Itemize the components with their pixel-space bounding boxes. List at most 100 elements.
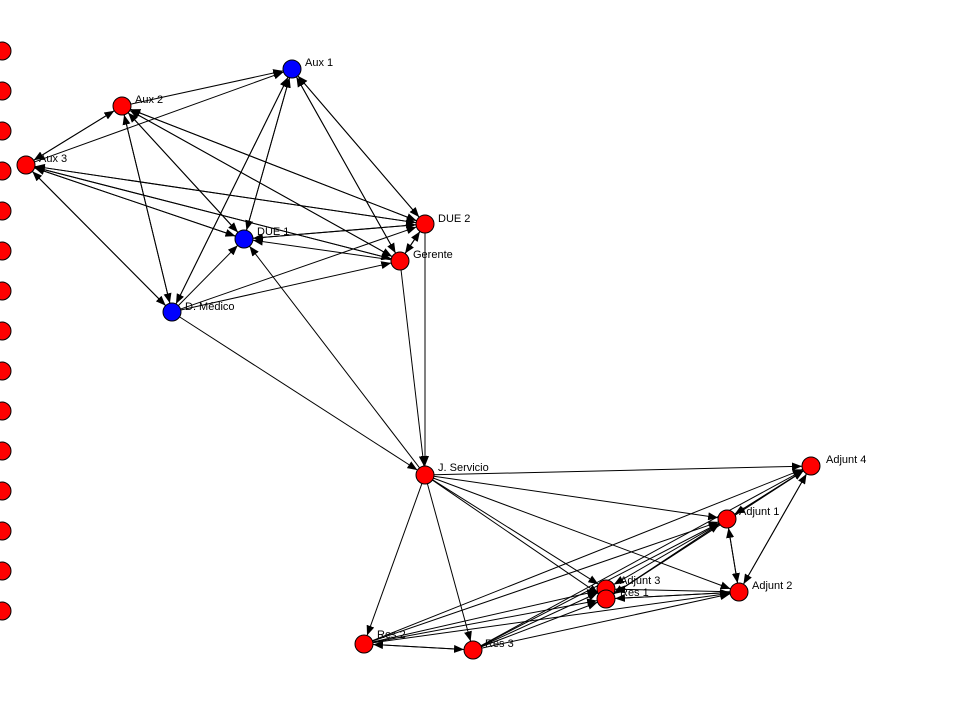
isolate-node-2[interactable]: [0, 81, 12, 101]
node-res2-circle[interactable]: [354, 634, 374, 654]
node-adjunt1-circle[interactable]: [717, 509, 737, 529]
edge-dmedico-to-aux2: [122, 114, 171, 304]
node-aux2-circle[interactable]: [112, 96, 132, 116]
node-adjunt3-label: Adjunt 3: [620, 575, 660, 587]
edge-res3-to-adjunt2: [481, 592, 731, 649]
node-res3-circle[interactable]: [463, 640, 483, 660]
edge-adjunt2-to-adjunt3: [614, 585, 731, 594]
isolate-node-9[interactable]: [0, 361, 12, 381]
node-res2[interactable]: Res 2: [354, 629, 406, 654]
node-aux2[interactable]: Aux 2: [112, 94, 163, 116]
isolate-node-8[interactable]: [0, 321, 12, 341]
node-adjunt2-circle[interactable]: [729, 582, 749, 602]
edge-due2-to-aux1: [297, 75, 420, 218]
node-gerente[interactable]: Gerente: [390, 249, 453, 271]
edge-dmedico-to-aux1: [175, 76, 289, 305]
edge-jservicio-to-adjunt3: [432, 479, 599, 585]
edge-due2-to-due1: [252, 224, 417, 242]
node-adjunt4-label: Adjunt 4: [826, 454, 866, 466]
edge-res1-to-adjunt4: [613, 470, 804, 595]
node-adjunt1[interactable]: Adjunt 1: [717, 506, 779, 529]
node-aux2-label: Aux 2: [135, 94, 163, 106]
isolate-node-5[interactable]: [0, 201, 12, 221]
isolate-node-3[interactable]: [0, 121, 12, 141]
isolate-node-1[interactable]: [0, 41, 12, 61]
node-aux1-circle[interactable]: [282, 59, 302, 79]
isolate-node-14[interactable]: [0, 561, 12, 581]
node-dmedico-circle[interactable]: [162, 302, 182, 322]
edge-res2-to-adjunt4: [372, 468, 803, 642]
edge-res2-to-adjunt3: [372, 589, 598, 643]
edge-due1-to-aux1: [245, 77, 291, 231]
node-adjunt4-circle[interactable]: [801, 456, 821, 476]
edge-dmedico-to-due1: [177, 245, 239, 306]
node-res3[interactable]: Res 3: [463, 638, 514, 660]
isolate-node-7[interactable]: [0, 281, 12, 301]
edge-jservicio-to-res1: [432, 479, 599, 595]
node-jservicio[interactable]: J. Servicio: [415, 462, 489, 485]
node-due2[interactable]: DUE 2: [415, 213, 470, 234]
node-res3-label: Res 3: [485, 638, 514, 650]
isolate-node-15[interactable]: [0, 601, 12, 621]
node-adjunt4[interactable]: Adjunt 4: [801, 454, 866, 476]
node-gerente-circle[interactable]: [390, 251, 410, 271]
edge-res2-to-adjunt2: [372, 590, 731, 644]
isolate-node-6[interactable]: [0, 241, 12, 261]
node-due2-circle[interactable]: [415, 214, 435, 234]
node-aux3[interactable]: Aux 3: [16, 153, 67, 175]
edge-res3-to-adjunt4: [480, 469, 804, 647]
node-res1[interactable]: Res 1: [596, 587, 649, 609]
edge-gerente-to-aux3: [34, 165, 392, 260]
edge-adjunt1-to-adjunt3: [613, 523, 720, 585]
node-dmedico-label: D. Médico: [185, 301, 235, 313]
isolate-node-13[interactable]: [0, 521, 12, 541]
nodes-layer: Aux 1 Aux 2 Aux 3 DUE 1 DUE 2 Gerente D. Médic…: [16, 57, 866, 660]
node-gerente-label: Gerente: [413, 249, 453, 261]
node-jservicio-circle[interactable]: [415, 465, 435, 485]
node-aux1-label: Aux 1: [305, 57, 333, 69]
edge-due1-to-aux2: [127, 112, 239, 233]
edge-gerente-to-due1: [252, 237, 392, 261]
node-aux3-circle[interactable]: [16, 155, 36, 175]
edge-due2-to-aux3: [34, 163, 417, 224]
edge-res3-to-adjunt3: [480, 592, 599, 647]
edge-res2-to-res1: [372, 598, 598, 643]
isolate-node-12[interactable]: [0, 481, 12, 501]
edge-jservicio-to-res3: [426, 483, 472, 642]
node-dmedico[interactable]: D. Médico: [162, 301, 235, 322]
edge-dmedico-to-gerente: [180, 261, 392, 311]
edge-jservicio-to-due1: [249, 245, 420, 469]
edge-jservicio-to-adjunt4: [433, 462, 803, 476]
node-aux3-label: Aux 3: [39, 153, 67, 165]
isolate-node-10[interactable]: [0, 401, 12, 421]
edge-due2-to-aux2: [130, 108, 417, 222]
node-res1-label: Res 1: [620, 587, 649, 599]
isolate-node-4[interactable]: [0, 161, 12, 181]
node-due1-circle[interactable]: [234, 229, 254, 249]
edge-gerente-to-aux1: [295, 76, 397, 254]
edge-dmedico-to-due2: [180, 226, 417, 310]
edge-gerente-to-aux2: [129, 109, 393, 258]
isolate-node-11[interactable]: [0, 441, 12, 461]
edge-jservicio-to-res2: [366, 483, 423, 636]
node-res1-circle[interactable]: [596, 589, 616, 609]
isolates-layer: [0, 41, 12, 621]
edge-jservicio-to-adjunt2: [433, 477, 731, 590]
node-due1[interactable]: DUE 1: [234, 226, 289, 249]
edge-res3-to-res1: [481, 601, 598, 648]
node-jservicio-label: J. Servicio: [438, 462, 489, 474]
edge-due2-to-gerente: [404, 231, 421, 254]
node-adjunt2-label: Adjunt 2: [752, 580, 792, 592]
edge-aux2-to-aux3: [33, 110, 115, 161]
edge-dmedico-to-aux3: [31, 171, 167, 306]
edge-aux2-to-aux1: [130, 69, 284, 105]
node-adjunt2[interactable]: Adjunt 2: [729, 580, 792, 602]
edge-adjunt2-to-adjunt1: [726, 527, 739, 584]
edge-dmedico-to-jservicio: [179, 316, 418, 471]
node-aux1[interactable]: Aux 1: [282, 57, 333, 79]
edge-res1-to-adjunt2: [614, 589, 731, 600]
node-due1-label: DUE 1: [257, 226, 289, 238]
node-res2-label: Res 2: [377, 629, 406, 641]
